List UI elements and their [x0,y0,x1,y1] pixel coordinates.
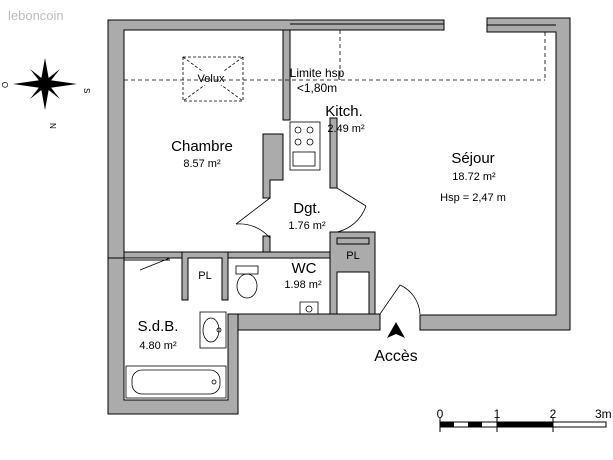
wc-area: 1.98 m² [284,279,322,291]
placard-left-label: PL [198,270,211,282]
toilet [235,265,259,299]
scale-tick-3: 3m [595,407,612,421]
scale-bar [439,418,607,432]
ceiling-limit-lines [124,30,546,81]
compass-north: N [48,123,57,129]
compass-rose [13,58,77,110]
sejour-name: Séjour [451,150,494,167]
sejour-area: 18.72 m² [452,171,496,183]
wc-name: WC [292,260,317,277]
limite-hsp-value: <1,80m [297,81,337,95]
kitchen-stove [289,121,321,171]
velux-label: Velux [198,73,225,85]
watermark-text: leboncoin [8,8,64,23]
degagement-name: Dgt. [293,200,321,217]
scale-tick-0: 0 [437,407,444,421]
bathtub [125,365,227,399]
limite-hsp-label: Limite hsp [290,66,345,80]
window-lines [124,23,556,261]
sdb-area: 4.80 m² [139,340,177,352]
exterior-walls [107,17,571,415]
chambre-area: 8.57 m² [183,158,221,170]
entrance-arrow-icon [387,322,405,338]
scale-tick-1: 1 [494,407,501,421]
kitchen-area: 2.49 m² [327,123,365,135]
degagement-area: 1.76 m² [288,220,326,232]
kitchen-name: Kitch. [325,103,363,120]
sejour-height: Hsp = 2,47 m [440,192,506,204]
compass-south-east: S [82,88,91,93]
compass-west: O [1,82,10,88]
chambre-name: Chambre [171,138,233,155]
wc-sink [299,301,319,314]
sdb-name: S.d.B. [138,318,179,335]
placard-right-label: PL [346,250,359,262]
bathroom-sink [199,311,227,349]
interior-walls [123,29,376,315]
door-swings [139,187,421,315]
scale-tick-2: 2 [550,407,557,421]
entrance-label: Accès [374,348,418,365]
velux-label-bg [196,71,232,85]
